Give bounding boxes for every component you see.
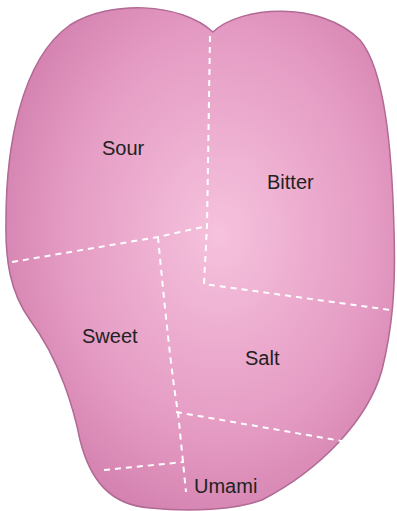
region-boundaries — [12, 36, 390, 492]
boundary-line — [158, 237, 186, 492]
boundary-line — [12, 226, 207, 262]
boundary-line — [176, 412, 370, 446]
taste-region-label: Bitter — [267, 170, 314, 194]
taste-region-label: Sour — [102, 136, 144, 160]
boundary-line — [104, 462, 184, 470]
taste-region-label: Salt — [245, 346, 279, 370]
boundary-line — [204, 36, 390, 310]
taste-region-label: Umami — [194, 474, 257, 498]
tongue-outline — [6, 8, 395, 510]
taste-region-label: Sweet — [82, 324, 138, 348]
